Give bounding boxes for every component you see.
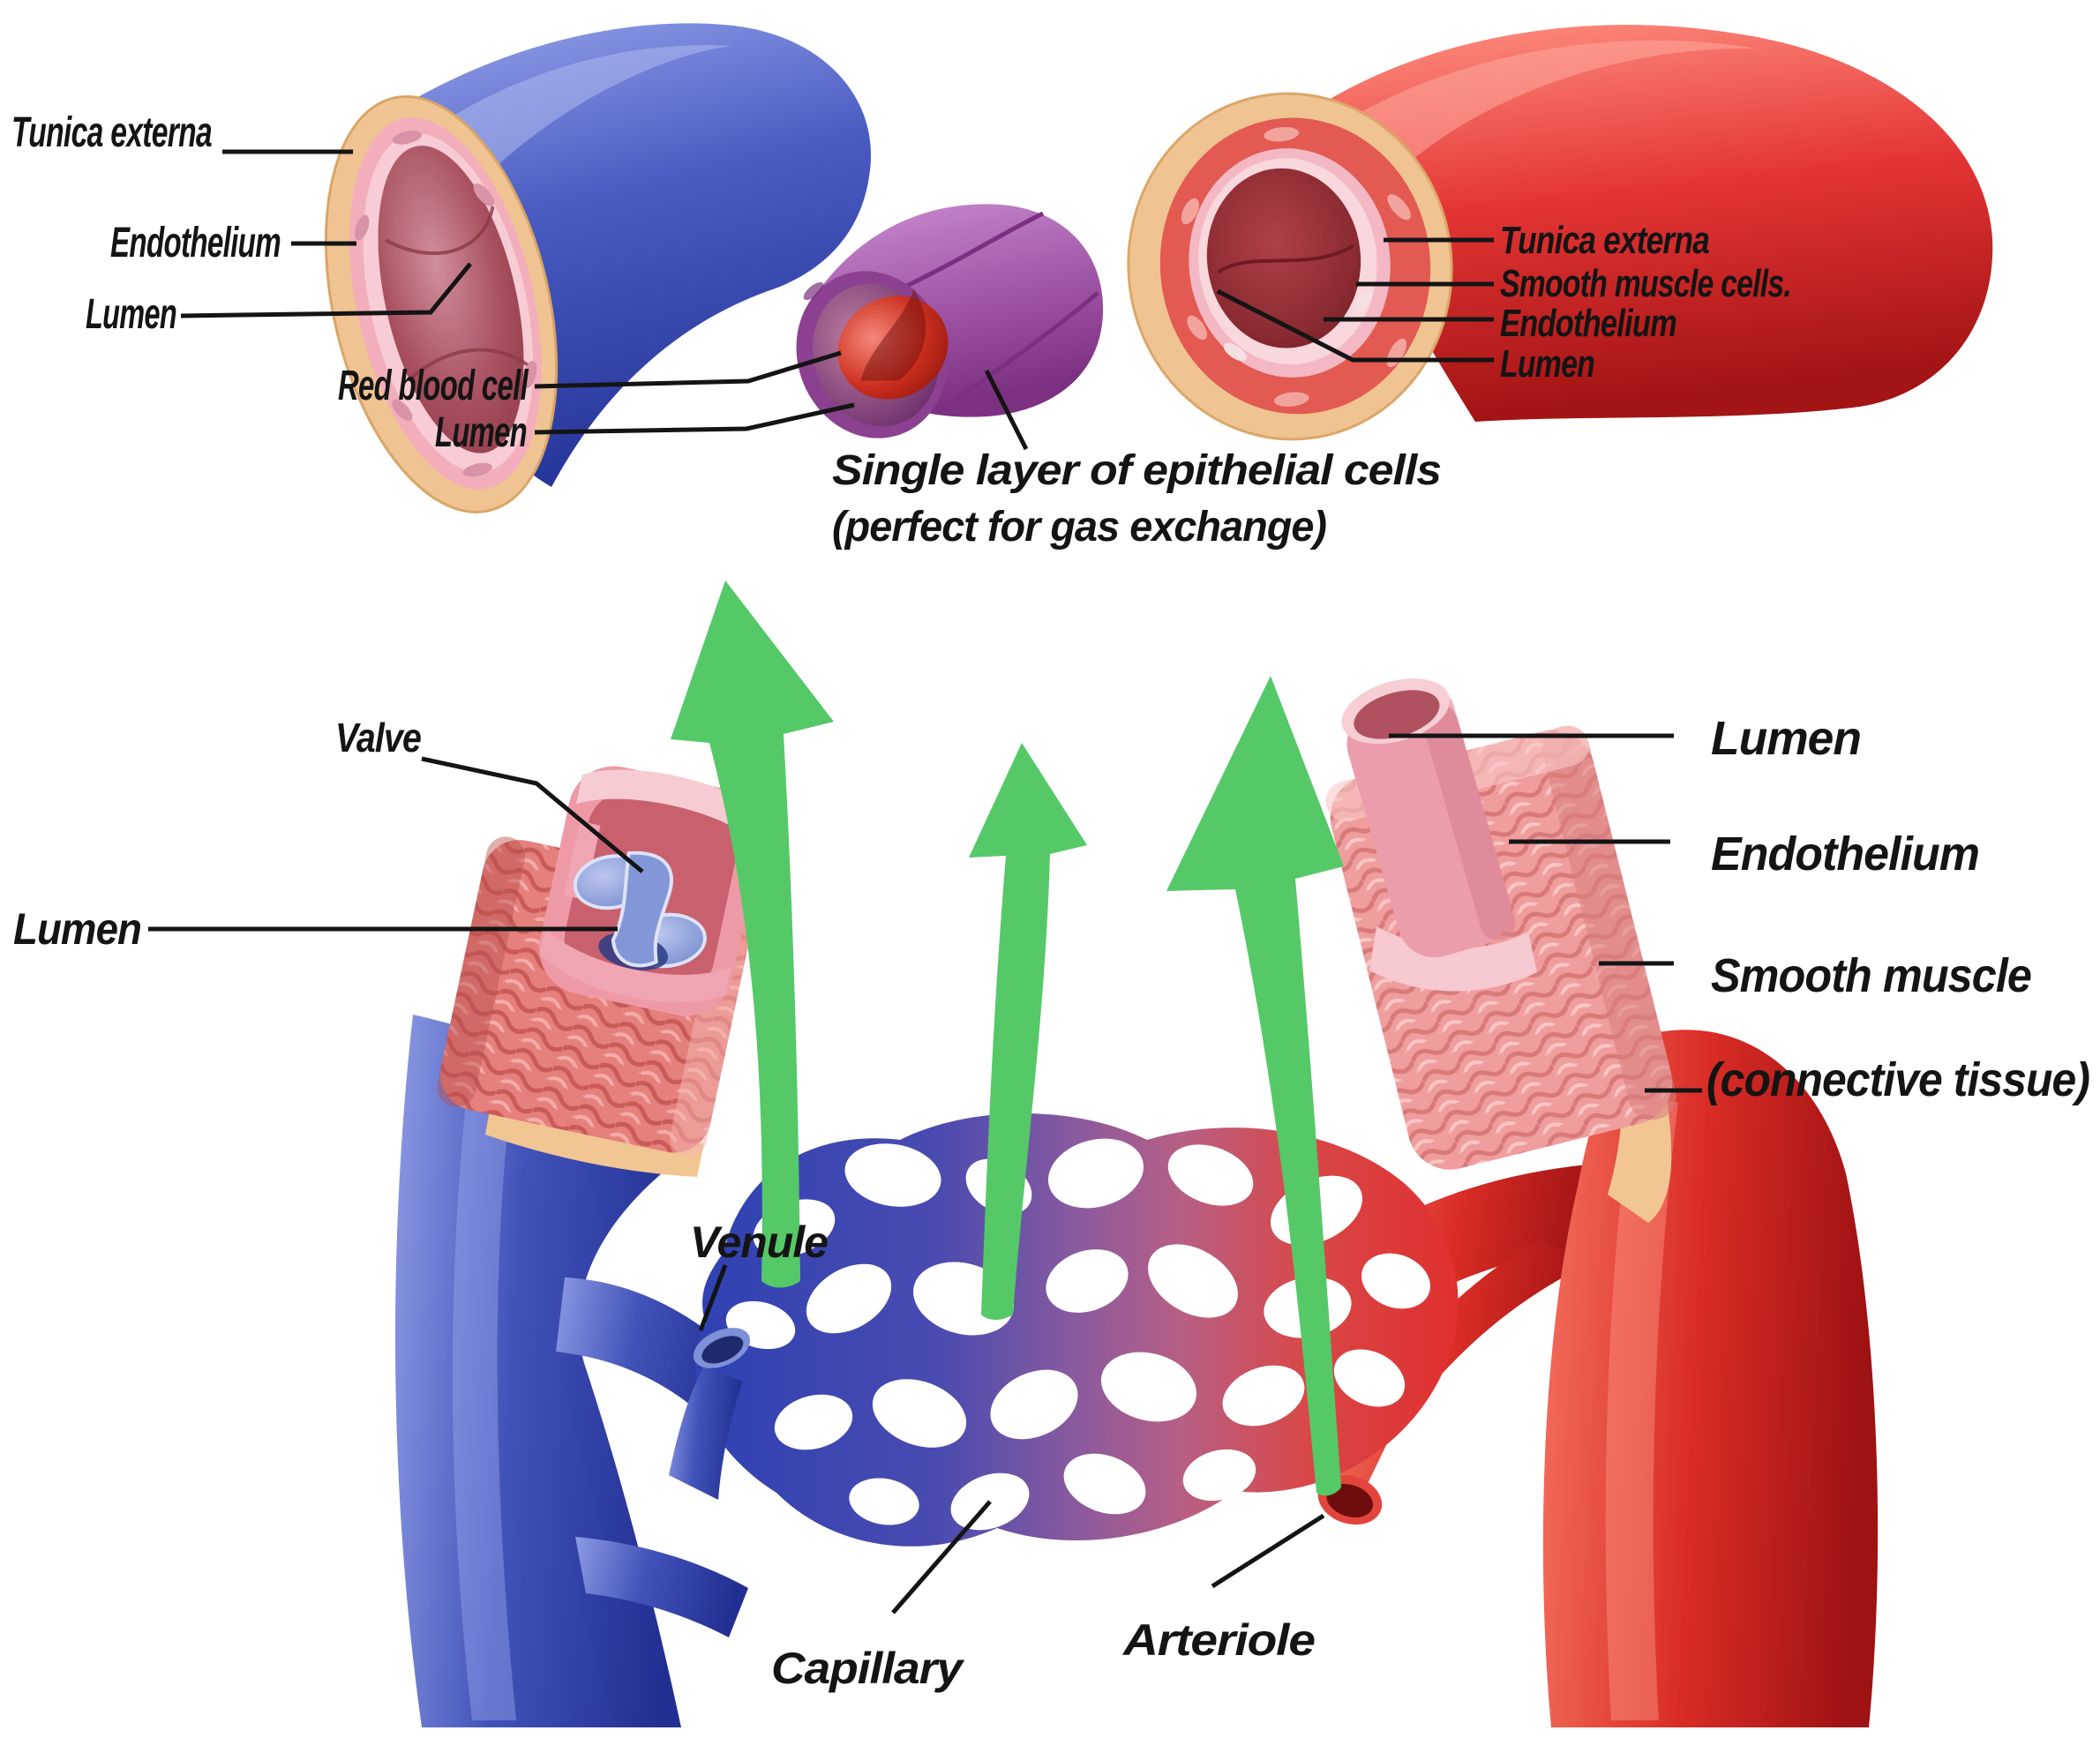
label-endothelium-artery: Endothelium [1500, 302, 1676, 345]
label-tunica-externa-artery: Tunica externa [1500, 219, 1709, 262]
leader-red-blood-cell [534, 350, 842, 389]
label-single-layer-line2: (perfect for gas exchange) [832, 504, 1326, 551]
label-capillary: Capillary [771, 1644, 964, 1693]
leader-capillary [891, 1500, 992, 1614]
label-lumen-capillary: Lumen [435, 409, 527, 456]
flow-arrow-right-icon [1166, 676, 1344, 1496]
vein-branch-lower [575, 1537, 748, 1637]
label-endothelium-top: Endothelium [110, 220, 281, 266]
label-connective-tissue: (connective tissue) [1706, 1053, 2089, 1106]
label-venule: Venule [690, 1217, 828, 1267]
artery-top-tube [1290, 25, 1993, 423]
leader-lines [148, 149, 1702, 1614]
venule-vessel [669, 1328, 751, 1500]
label-single-layer-line1: Single layer of epithelial cells [832, 447, 1441, 494]
vein-trunk-highlight [452, 1085, 516, 1720]
label-lumen-top: Lumen [86, 291, 176, 338]
vein-top-cut-face [324, 95, 559, 513]
labels: Tunica externa Endothelium Lumen Red blo… [11, 109, 2090, 1693]
label-smooth-muscle-bottom: Smooth muscle [1711, 949, 2031, 1002]
flow-arrows [671, 581, 1344, 1496]
leader-valve [421, 756, 644, 873]
label-endothelium-artery-bottom: Endothelium [1711, 828, 1979, 880]
vein-with-valve [394, 766, 762, 1727]
capillary-mesh [694, 1113, 1459, 1547]
leader-lumen-top [180, 262, 472, 318]
leader-lumen-capillary [534, 402, 855, 435]
capillary-cross-section-top [796, 204, 1104, 438]
artery-endothelium-tube [1341, 678, 1516, 958]
vein-cross-section-top [324, 23, 872, 513]
capillary-network [669, 1113, 1459, 1547]
label-tunica-externa-top: Tunica externa [11, 109, 212, 156]
red-blood-cell-shape [837, 288, 949, 400]
artery-top-highlight [1341, 40, 1756, 168]
leader-venule [698, 1264, 728, 1331]
label-lumen-artery-bottom: Lumen [1711, 712, 1861, 765]
capillary-mesh-holes [725, 1138, 1430, 1531]
label-arteriole: Arteriole [1121, 1615, 1315, 1665]
vein-top-highlight [415, 45, 732, 185]
leader-arteriole [1211, 1513, 1325, 1589]
leader-lumen-artery [1216, 288, 1494, 363]
label-red-blood-cell: Red blood cell [338, 363, 529, 409]
artery-trunk-highlight [1605, 1094, 1678, 1720]
label-valve: Valve [335, 715, 421, 760]
label-lumen-artery: Lumen [1500, 342, 1594, 386]
label-lumen-vein-bottom: Lumen [13, 904, 141, 954]
leader-single-layer [984, 369, 1029, 451]
vein-cut-collar [538, 766, 762, 1016]
label-smooth-muscle-cells: Smooth muscle cells. [1500, 262, 1791, 305]
venous-valve [573, 850, 707, 970]
flow-arrow-middle-icon [969, 743, 1087, 1320]
flow-arrow-left-icon [671, 581, 834, 1288]
